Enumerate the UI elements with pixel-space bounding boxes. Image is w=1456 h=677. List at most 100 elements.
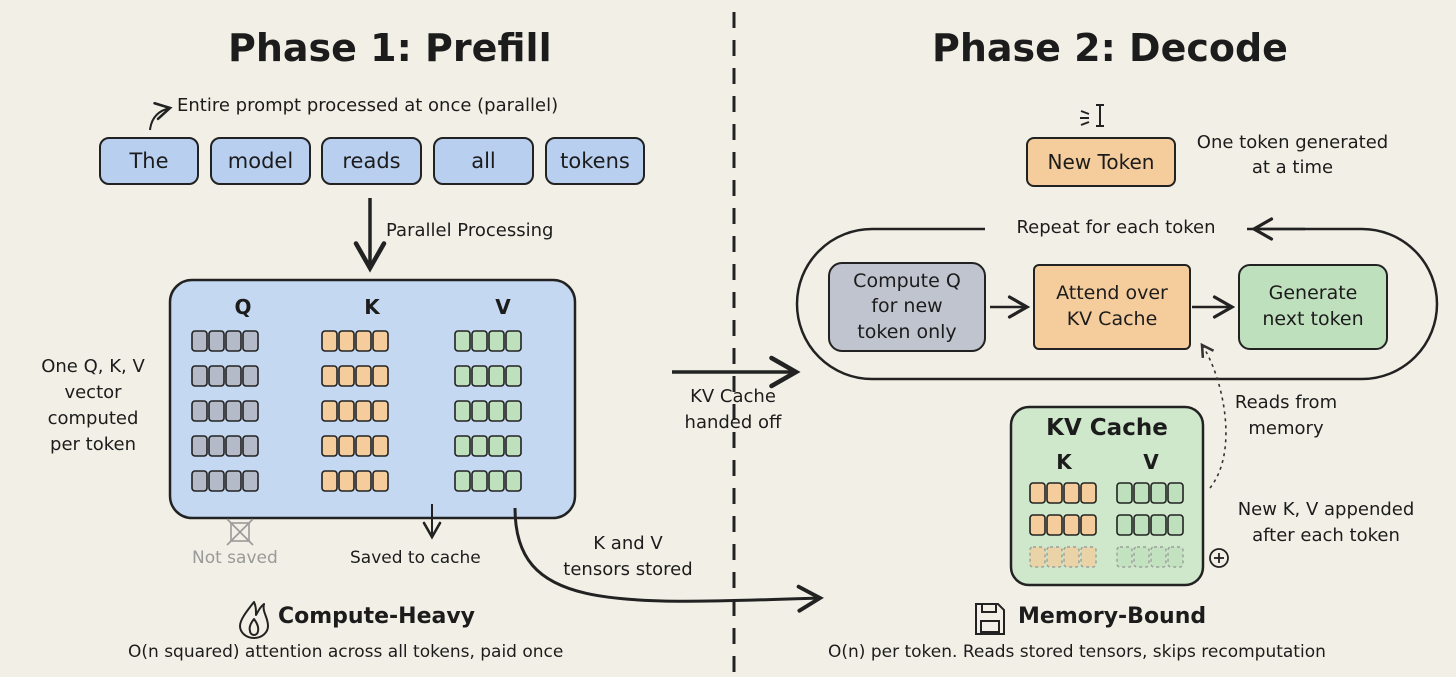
attend-kv-step: Attend over KV Cache: [1033, 264, 1191, 350]
decode-title: Phase 2: Decode: [932, 26, 1288, 70]
handoff-label: KV Cache handed off: [660, 384, 806, 436]
qkv-side-note-line: One Q, K, V: [41, 356, 145, 377]
generate-token-line: next token: [1262, 308, 1364, 330]
loop-label: Repeat for each token: [1016, 217, 1216, 238]
q-vector-cell: [208, 470, 225, 492]
k-cache-cell: [1063, 482, 1080, 504]
v-header: V: [495, 295, 511, 319]
reads-memory-arrow: [1200, 342, 1227, 489]
v-vector-cell: [454, 435, 471, 457]
k-vector-cell: [338, 435, 355, 457]
saved-to-cache-label: Saved to cache: [350, 548, 481, 568]
handoff-label-line: handed off: [684, 412, 782, 433]
parallel-processing-label: Parallel Processing: [386, 220, 554, 241]
handoff-label-line: KV Cache: [690, 386, 776, 407]
k-vector-cell: [355, 400, 372, 422]
qkv-grids: [191, 330, 522, 492]
k-vector-cell: [355, 365, 372, 387]
k-header: K: [364, 295, 380, 319]
v-cache-new-cell: [1150, 546, 1167, 568]
k-vector-cell: [372, 330, 389, 352]
v-vector-cell: [505, 470, 522, 492]
k-cache-cell: [1046, 482, 1063, 504]
v-cache-cell: [1116, 482, 1133, 504]
append-note-line: after each token: [1252, 525, 1400, 546]
q-vector-cell: [208, 435, 225, 457]
v-vector-cell: [471, 330, 488, 352]
k-vector-cell: [321, 330, 338, 352]
v-cache-new-cell: [1167, 546, 1184, 568]
v-cache-new-cell: [1133, 546, 1150, 568]
k-cache-cell: [1080, 482, 1097, 504]
k-vector-cell: [321, 435, 338, 457]
k-vector-cell: [372, 365, 389, 387]
q-vector-cell: [225, 365, 242, 387]
v-cache-cell: [1133, 482, 1150, 504]
q-vector-cell: [225, 435, 242, 457]
k-vector-cell: [372, 435, 389, 457]
plus-circle-icon: [1209, 548, 1229, 568]
v-vector-cell: [471, 435, 488, 457]
v-cache-cell: [1150, 514, 1167, 536]
v-vector-cell: [454, 470, 471, 492]
q-vector-cell: [208, 330, 225, 352]
k-cache-new-cell: [1063, 546, 1080, 568]
generate-token-step: Generate next token: [1238, 264, 1388, 350]
memory-bound-title: Memory-Bound: [1018, 604, 1207, 629]
compute-q-line: for new: [871, 295, 943, 318]
v-vector-cell: [471, 470, 488, 492]
q-vector-cell: [191, 400, 208, 422]
append-note: New K, V appended after each token: [1226, 497, 1426, 549]
qkv-side-note: One Q, K, V vector computed per token: [18, 354, 168, 458]
k-cache-cell: [1046, 514, 1063, 536]
crossed-box-icon: [226, 518, 254, 546]
k-vector-cell: [355, 330, 372, 352]
k-vector-cell: [338, 330, 355, 352]
v-vector-cell: [505, 435, 522, 457]
compute-heavy-desc: O(n squared) attention across all tokens…: [128, 642, 564, 662]
tensors-stored-line: tensors stored: [563, 559, 693, 580]
k-cache-cell: [1063, 514, 1080, 536]
q-vector-cell: [225, 400, 242, 422]
v-vector-cell: [505, 365, 522, 387]
cache-k-header: K: [1056, 450, 1072, 474]
v-vector-cell: [488, 365, 505, 387]
q-vector-cell: [242, 400, 259, 422]
k-cache-new-cell: [1080, 546, 1097, 568]
token-box: tokens: [545, 137, 645, 185]
cache-transfer-arrow: [513, 507, 824, 613]
k-vector-cell: [355, 470, 372, 492]
reads-memory-note: Reads from memory: [1226, 390, 1346, 442]
compute-q-line: Compute Q: [853, 269, 961, 292]
v-cache-cell: [1133, 514, 1150, 536]
token-box: model: [210, 137, 311, 185]
append-note-line: New K, V appended: [1237, 499, 1415, 520]
k-vector-cell: [321, 365, 338, 387]
compute-q-line: token only: [857, 320, 957, 343]
k-cache-new-cell: [1029, 546, 1046, 568]
fire-icon: [239, 601, 269, 639]
qkv-side-note-line: per token: [50, 434, 136, 455]
v-vector-cell: [454, 400, 471, 422]
not-saved-label: Not saved: [192, 548, 278, 568]
v-cache-cell: [1167, 514, 1184, 536]
v-cache-cell: [1150, 482, 1167, 504]
prompt-note-arrow: [149, 101, 173, 131]
v-vector-cell: [488, 400, 505, 422]
v-vector-cell: [488, 330, 505, 352]
q-vector-cell: [225, 330, 242, 352]
tensors-stored-line: K and V: [593, 533, 663, 554]
token-box: The: [99, 137, 199, 185]
new-token-note: One token generated at a time: [1180, 130, 1405, 180]
new-token-box: New Token: [1026, 137, 1176, 187]
v-vector-cell: [471, 400, 488, 422]
k-cache-cell: [1080, 514, 1097, 536]
k-vector-cell: [321, 400, 338, 422]
kv-cache-grids: [1029, 482, 1184, 568]
qkv-side-note-line: vector: [64, 382, 122, 403]
v-vector-cell: [505, 400, 522, 422]
tensors-stored-note: K and V tensors stored: [538, 531, 718, 583]
k-vector-cell: [338, 365, 355, 387]
text-cursor-icon: [1080, 104, 1104, 127]
